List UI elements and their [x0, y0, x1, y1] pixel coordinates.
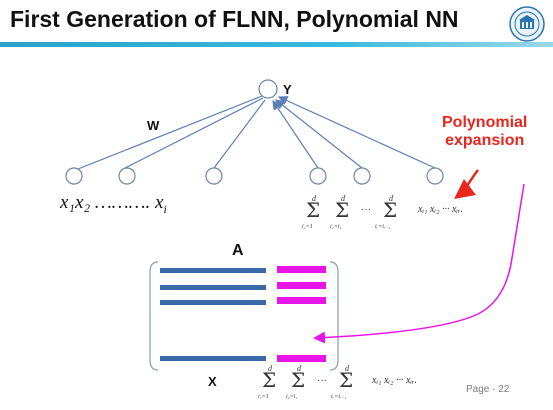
expansion-row	[277, 297, 326, 304]
header-divider	[0, 42, 553, 47]
matrix-label: A	[232, 242, 244, 259]
input-variables-text: x₁x₂ ………. x	[60, 192, 164, 213]
svg-text:xᵢ₁ xᵢ₂ ··· xᵢᵣ.: xᵢ₁ xᵢ₂ ··· xᵢᵣ.	[417, 204, 463, 215]
polynomial-expansion-line2: expansion	[445, 132, 525, 149]
slide-title: First Generation of FLNN, Polynomial NN	[10, 6, 459, 32]
matrix-row	[160, 356, 266, 361]
matrix-formula: d Σ i₁=1 d Σ i₂=i₁ ··· d Σ iᵣ=iᵣ₋₁ xᵢ₁ x…	[258, 364, 417, 400]
svg-text:d: d	[345, 364, 350, 373]
input-matrix-label: X	[208, 374, 217, 389]
svg-text:···: ···	[317, 375, 327, 386]
svg-text:i₁=1: i₁=1	[258, 394, 269, 400]
expansion-rows	[277, 266, 326, 362]
input-node	[353, 167, 371, 185]
svg-text:iᵣ=iᵣ₋₁: iᵣ=iᵣ₋₁	[331, 394, 347, 400]
connection-line	[124, 97, 264, 169]
matrix-rows	[160, 268, 266, 361]
matrix-arrow	[313, 183, 525, 344]
svg-text:Σ: Σ	[339, 368, 353, 392]
connection-line	[213, 99, 266, 169]
matrix-row	[160, 268, 266, 273]
polynomial-expansion-line1: Polynomial	[442, 114, 528, 131]
page-number-value: 22	[498, 384, 510, 395]
svg-text:d: d	[389, 194, 394, 203]
svg-text:Σ: Σ	[335, 198, 349, 222]
svg-text:d: d	[312, 194, 317, 203]
svg-text:···: ···	[361, 204, 371, 215]
slide-header: First Generation of FLNN, Polynomial NN	[0, 0, 553, 47]
svg-text:Σ: Σ	[291, 368, 305, 392]
expansion-row	[277, 355, 326, 362]
matrix-bracket	[149, 261, 339, 371]
output-node	[258, 79, 278, 99]
svg-text:Σ: Σ	[262, 368, 276, 392]
input-variables: x₁x₂ ………. xi	[60, 192, 167, 217]
weight-label: W	[147, 118, 160, 133]
input-node	[309, 167, 327, 185]
svg-text:d: d	[297, 364, 302, 373]
connection-line	[272, 100, 319, 169]
svg-text:d: d	[268, 364, 273, 373]
svg-text:i₁=1: i₁=1	[302, 224, 313, 230]
weight-connections	[77, 95, 436, 170]
input-node	[426, 167, 444, 185]
page-prefix: Page	[466, 384, 490, 395]
svg-text:d: d	[341, 194, 346, 203]
expansion-row	[277, 266, 326, 273]
output-label: Y	[283, 82, 292, 97]
input-node	[65, 167, 83, 185]
connection-line	[275, 99, 363, 169]
svg-text:Σ: Σ	[306, 198, 320, 222]
input-node	[118, 167, 136, 185]
expansion-arrow	[454, 169, 479, 200]
university-seal-icon	[509, 6, 545, 42]
expansion-row	[277, 282, 326, 289]
input-nodes	[65, 167, 444, 185]
connection-line	[277, 96, 436, 169]
matrix-row	[160, 285, 266, 290]
svg-text:Σ: Σ	[383, 198, 397, 222]
matrix-row	[160, 300, 266, 305]
connection-line	[77, 95, 263, 170]
svg-text:xᵢ₁ xᵢ₂ ··· xᵢᵣ.: xᵢ₁ xᵢ₂ ··· xᵢᵣ.	[371, 375, 417, 386]
input-node	[205, 167, 223, 185]
expansion-formula: d Σ i₁=1 d Σ i₂=i₁ ··· d Σ iᵣ=iᵣ₋₁ xᵢ₁ x…	[302, 194, 463, 230]
svg-text:i₂=i₁: i₂=i₁	[286, 394, 298, 400]
svg-text:i₂=i₁: i₂=i₁	[330, 224, 342, 230]
input-subscript: i	[163, 201, 167, 216]
page-number: Page · 22	[466, 384, 510, 395]
polynomial-expansion-label: Polynomial expansion	[442, 114, 527, 150]
svg-text:iᵣ=iᵣ₋₁: iᵣ=iᵣ₋₁	[375, 224, 391, 230]
